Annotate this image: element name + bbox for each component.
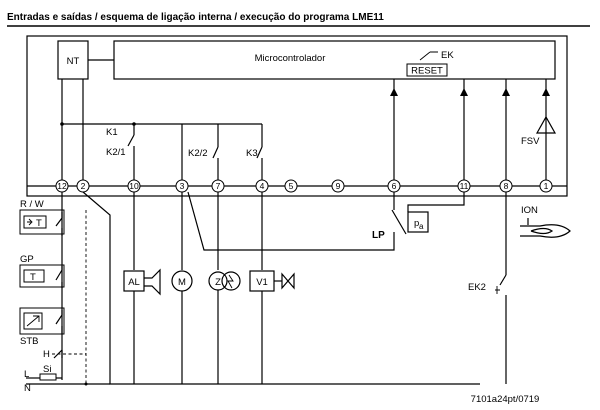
- k3-label: K3: [246, 148, 258, 159]
- microcontroller-label: Microcontrolador: [255, 53, 326, 64]
- reset-button: [406, 63, 448, 77]
- k3-contact: [256, 146, 263, 159]
- microcontroller-block: [113, 40, 556, 80]
- valve-v1: V1: [249, 270, 295, 384]
- ek2-label: EK2: [468, 282, 486, 293]
- ek-contact: [419, 51, 438, 61]
- wire-3-lp: [187, 191, 395, 251]
- terminal-8: 8: [499, 179, 513, 193]
- k1-contact: [127, 134, 135, 147]
- arrow-8: [502, 88, 510, 96]
- v1-label: V1: [256, 277, 268, 288]
- motor: M: [171, 270, 193, 384]
- pa-label: p: [414, 218, 419, 229]
- ek-label: EK: [441, 50, 454, 61]
- stb-label: STB: [20, 336, 38, 347]
- pa-sub: a: [419, 222, 424, 231]
- terminal-7: 7: [211, 179, 225, 193]
- nt-label: NT: [67, 56, 80, 67]
- svg-text:10: 10: [129, 181, 139, 191]
- pa-box: [407, 211, 429, 233]
- device-boundary: [26, 35, 568, 197]
- lp-pressure-switch: p a LP: [372, 209, 429, 241]
- svg-text:7: 7: [216, 181, 221, 191]
- rw-arrow-icon: [27, 218, 33, 226]
- gp-contact: [55, 266, 63, 288]
- terminal-9: 9: [331, 179, 345, 193]
- terminal-5: 5: [284, 179, 298, 193]
- svg-text:11: 11: [460, 181, 469, 191]
- al-alarm: AL: [123, 268, 161, 384]
- terminal-12: 12: [55, 179, 69, 193]
- n-label: N: [24, 383, 31, 394]
- wire-11-lp: [407, 192, 465, 212]
- h-switch: [53, 349, 63, 359]
- ion-electrode: ION: [520, 205, 571, 238]
- stb-box: [19, 307, 65, 335]
- svg-text:12: 12: [57, 181, 67, 191]
- rw-t-label: T: [36, 218, 42, 229]
- fsv-label: FSV: [521, 136, 540, 147]
- motor-label: M: [178, 277, 186, 288]
- rw-box: [19, 209, 65, 235]
- footer-code: 7101a24pt/0719: [471, 394, 540, 405]
- k2-2-label: K2/2: [188, 148, 208, 159]
- arrow-1: [542, 88, 550, 96]
- h-label: H: [43, 349, 50, 360]
- ek2-contact: EK2: [468, 274, 507, 384]
- ion-label: ION: [521, 205, 538, 216]
- gp-label: GP: [20, 254, 34, 265]
- al-label: AL: [128, 277, 140, 288]
- fsv-amplifier: [535, 115, 557, 134]
- nt-block: [57, 40, 89, 80]
- svg-text:1: 1: [544, 181, 549, 191]
- k1-label: K1: [106, 127, 118, 138]
- diagram-title: Entradas e saídas / esquema de ligação i…: [7, 12, 384, 23]
- wire-2-neutral: [82, 191, 480, 385]
- terminal-6: 6: [387, 179, 401, 193]
- rw-label: R / W: [20, 199, 44, 210]
- ignition-transformer: Z: [208, 271, 241, 384]
- k2-2-contact: [212, 146, 219, 159]
- terminals: 12 2 10 3 7 4 5 9 6 11 8 1: [55, 179, 553, 193]
- svg-text:9: 9: [336, 181, 341, 191]
- terminal-1: 1: [539, 179, 553, 193]
- svg-text:3: 3: [180, 181, 185, 191]
- stb-contact: [55, 310, 63, 334]
- lp-label: LP: [372, 230, 385, 241]
- z-label: Z: [215, 277, 221, 288]
- arrow-6: [390, 88, 398, 96]
- gp-box: [19, 264, 65, 288]
- gp-t-label: T: [30, 272, 36, 283]
- rw-contact: [55, 212, 63, 236]
- gp-switch: [23, 269, 45, 283]
- l-label: L: [24, 369, 29, 380]
- terminal-11: 11: [457, 179, 471, 193]
- reset-label: RESET: [411, 66, 443, 77]
- svg-text:8: 8: [504, 181, 509, 191]
- terminal-10: 10: [127, 179, 141, 193]
- terminal-4: 4: [255, 179, 269, 193]
- si-fuse: [39, 373, 57, 381]
- terminal-3: 3: [175, 179, 189, 193]
- svg-text:6: 6: [392, 181, 397, 191]
- arrow-11: [460, 88, 468, 96]
- svg-text:4: 4: [260, 181, 265, 191]
- terminal-2: 2: [76, 179, 90, 193]
- left-control-chain: R / W T GP T STB H Si L N: [19, 199, 110, 394]
- k2-1-label: K2/1: [106, 147, 126, 158]
- stb-icon: [26, 315, 40, 327]
- svg-text:5: 5: [289, 181, 294, 191]
- svg-text:2: 2: [81, 181, 86, 191]
- si-label: Si: [43, 364, 51, 375]
